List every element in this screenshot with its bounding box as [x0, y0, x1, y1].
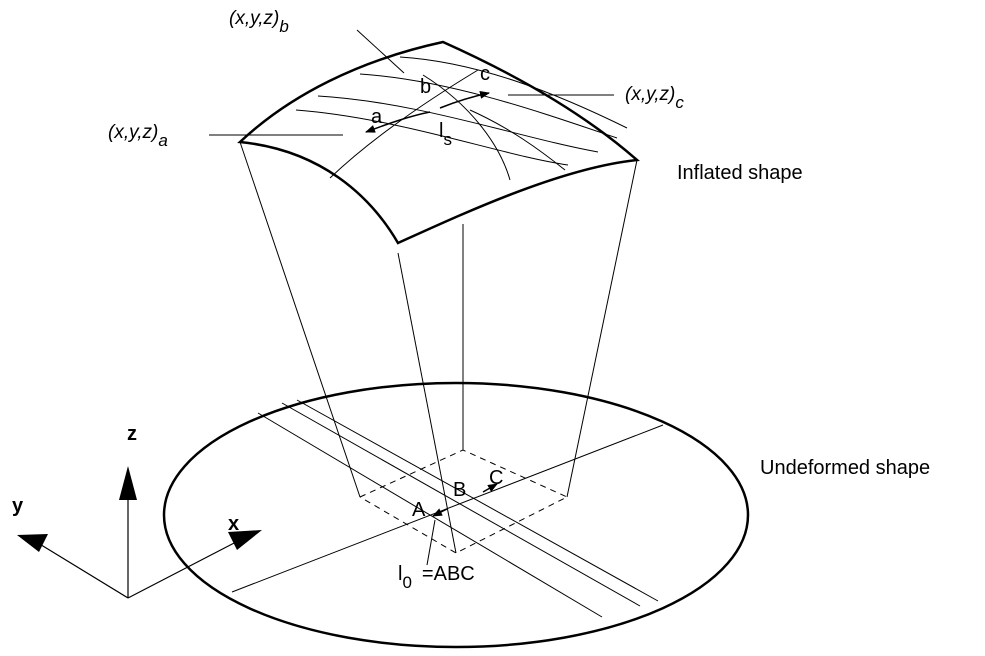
- arc-arrow-to-a: [365, 111, 431, 133]
- label-point-b-coords: (x,y,z)b: [229, 8, 289, 36]
- label-inflated-shape: Inflated shape: [677, 162, 803, 184]
- arrow-to-C: [482, 483, 498, 493]
- leader-lines: [209, 29, 614, 136]
- arc-arrow-to-c: [439, 90, 490, 109]
- label-axis-z: z: [127, 423, 137, 445]
- label-point-A: A: [412, 499, 426, 521]
- x-axis-arrowhead: [228, 530, 262, 550]
- label-point-C: C: [489, 467, 503, 489]
- label-point-c-coords: (x,y,z)c: [625, 84, 684, 112]
- y-axis-arrowhead: [17, 534, 48, 552]
- footprint-dashed: [359, 449, 569, 554]
- undeformed-ellipse: [162, 381, 750, 649]
- label-undeformed-shape: Undeformed shape: [760, 457, 930, 479]
- label-point-b: b: [420, 76, 431, 98]
- projection-lines: [239, 141, 638, 554]
- z-axis-arrowhead: [119, 466, 137, 500]
- inflated-surface: [237, 40, 640, 245]
- l0-leader: [426, 519, 436, 566]
- label-axis-y: y: [12, 495, 24, 517]
- label-point-a: a: [371, 106, 383, 128]
- label-point-c: c: [480, 63, 490, 85]
- label-axis-x: x: [228, 513, 239, 535]
- label-initial-length: l0=ABC: [398, 563, 475, 592]
- arrow-to-A: [432, 508, 448, 517]
- label-point-B: B: [453, 479, 466, 501]
- label-point-a-coords: (x,y,z)a: [108, 122, 168, 150]
- inflated-grid: [295, 56, 628, 181]
- coordinate-axes: [37, 495, 239, 599]
- label-arc-length: ls: [439, 120, 452, 149]
